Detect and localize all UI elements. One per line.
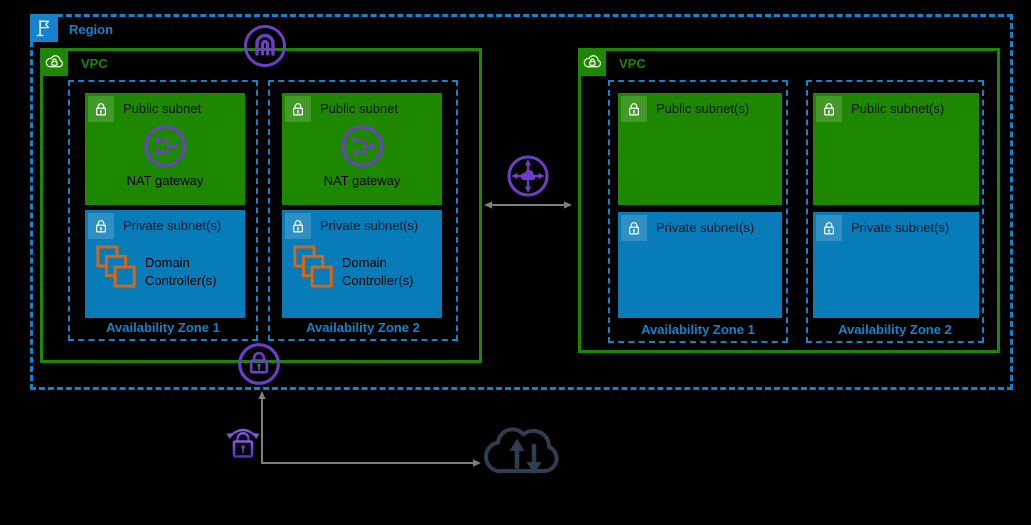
availability-zone-right-1: Availability Zone 1 xyxy=(608,80,788,343)
subnet-label: Private subnet(s) xyxy=(123,218,222,233)
subnet-label: Public subnet xyxy=(123,101,202,116)
vpc-right-badge xyxy=(578,48,606,76)
subnet-label: Private subnet(s) xyxy=(320,218,419,233)
internet-gateway-icon xyxy=(242,23,288,69)
vpc-left-badge xyxy=(40,48,68,76)
public-subnet: Public subnet NAT gateway xyxy=(282,93,442,205)
nat-gateway-label: NAT gateway xyxy=(323,173,401,188)
private-subnet: Private subnet(s) xyxy=(618,212,782,318)
subnet-lock-badge xyxy=(88,213,114,239)
vpn-gateway-icon xyxy=(236,341,282,387)
lock-icon xyxy=(629,103,639,116)
lock-icon xyxy=(96,103,106,116)
public-subnet: Public subnet(s) xyxy=(813,93,979,205)
flag-icon xyxy=(36,19,49,37)
lock-icon xyxy=(824,222,834,235)
subnet-label: Public subnet(s) xyxy=(851,101,945,116)
domain-controllers-icon xyxy=(292,244,336,290)
subnet-label: Private subnet(s) xyxy=(656,220,755,235)
az-label: Availability Zone 2 xyxy=(838,322,952,337)
subnet-lock-badge xyxy=(285,213,311,239)
private-subnet: Private subnet(s) Domain Controller(s) xyxy=(85,210,245,318)
public-subnet: Public subnet(s) xyxy=(618,93,782,205)
lock-icon xyxy=(824,103,834,116)
vpc-right: VPC xyxy=(578,48,1000,353)
subnet-label: Public subnet xyxy=(320,101,399,116)
vpc-right-label: VPC xyxy=(619,56,646,71)
lock-icon xyxy=(293,220,303,233)
availability-zone-left-1: Availability Zone 1 xyxy=(68,80,258,341)
region-label: Region xyxy=(69,22,114,37)
az-label: Availability Zone 1 xyxy=(641,322,755,337)
subnet-lock-badge xyxy=(621,96,647,122)
private-subnet: Private subnet(s) xyxy=(813,212,979,318)
lock-icon xyxy=(293,103,303,116)
vpc-left-label: VPC xyxy=(81,56,108,71)
subnet-lock-badge xyxy=(285,96,311,122)
subnet-lock-badge xyxy=(88,96,114,122)
domain-controllers-label: Domain Controller(s) xyxy=(342,255,414,288)
transit-gateway-icon xyxy=(506,154,550,198)
vpc-cloud-lock-icon xyxy=(45,55,63,68)
subnet-lock-badge xyxy=(816,96,842,122)
domain-controllers-label: Domain Controller(s) xyxy=(145,255,217,288)
vpn-connection-icon xyxy=(224,423,262,463)
availability-zone-left-2: Availability Zone 2 xyxy=(268,80,458,341)
az-label: Availability Zone 1 xyxy=(106,320,220,335)
az-label: Availability Zone 2 xyxy=(306,320,420,335)
region-container: Region xyxy=(30,14,1013,390)
nat-gateway-icon xyxy=(142,123,188,169)
subnet-label: Public subnet(s) xyxy=(656,101,750,116)
vpn-route-arrow xyxy=(258,391,481,467)
subnet-lock-badge xyxy=(816,215,842,241)
lock-icon xyxy=(629,222,639,235)
private-subnet: Private subnet(s) Domain Controller(s) xyxy=(282,210,442,318)
region-badge xyxy=(30,14,58,42)
subnet-label: Private subnet(s) xyxy=(851,220,950,235)
lock-icon xyxy=(96,220,106,233)
subnet-lock-badge xyxy=(621,215,647,241)
nat-gateway-icon xyxy=(339,123,385,169)
public-subnet: Public subnet NAT gateway xyxy=(85,93,245,205)
internet-cloud-icon xyxy=(481,421,569,479)
vpc-cloud-lock-icon xyxy=(583,55,601,68)
nat-gateway-label: NAT gateway xyxy=(126,173,204,188)
availability-zone-right-2: Availability Zone 2 xyxy=(806,80,984,343)
domain-controllers-icon xyxy=(95,244,139,290)
